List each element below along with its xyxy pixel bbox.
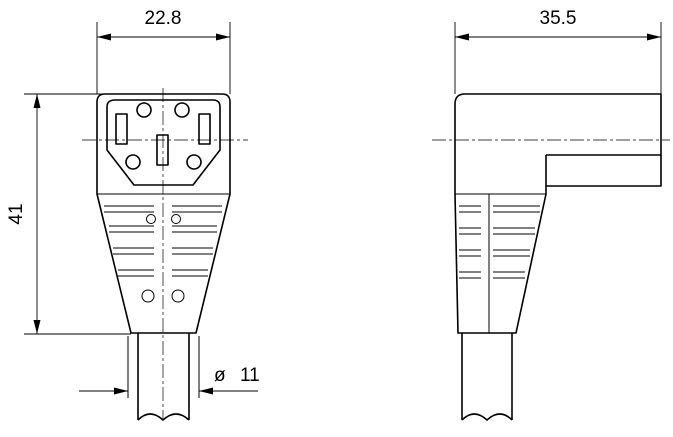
front-cable bbox=[127, 333, 200, 421]
front-body-outline bbox=[96, 93, 231, 334]
dimension-width: 22.8 bbox=[96, 8, 231, 94]
grip-hole bbox=[171, 289, 185, 303]
side-body-outline bbox=[454, 93, 662, 334]
dimension-width-label: 22.8 bbox=[145, 8, 182, 29]
face-hole bbox=[186, 154, 202, 170]
face-hole bbox=[174, 102, 190, 118]
contact-slot-right bbox=[198, 113, 211, 145]
socket-face bbox=[106, 99, 221, 186]
face-hole bbox=[125, 154, 141, 170]
side-cable bbox=[461, 333, 513, 421]
grip-ribs-left bbox=[104, 205, 154, 277]
side-grip-ribs bbox=[459, 205, 540, 279]
dimension-cable-diameter: ø 11 bbox=[79, 365, 260, 395]
grip-ribs-right bbox=[172, 205, 222, 277]
dimension-height: 41 bbox=[6, 93, 131, 335]
contact-slot-center bbox=[156, 134, 169, 166]
dimension-height-label: 41 bbox=[6, 203, 27, 224]
cable-diameter-label: 11 bbox=[240, 365, 260, 386]
front-view: 22.8 41 ø 11 bbox=[6, 8, 260, 421]
cable-diameter-symbol: ø bbox=[214, 365, 226, 386]
grip-hole bbox=[171, 214, 181, 224]
grip-hole bbox=[141, 289, 155, 303]
grip-hole bbox=[146, 214, 156, 224]
face-hole bbox=[136, 102, 152, 118]
dimension-depth-label: 35.5 bbox=[540, 8, 577, 29]
dimension-depth: 35.5 bbox=[454, 8, 662, 94]
side-view: 35.5 bbox=[432, 8, 670, 421]
contact-slot-left bbox=[115, 113, 128, 145]
